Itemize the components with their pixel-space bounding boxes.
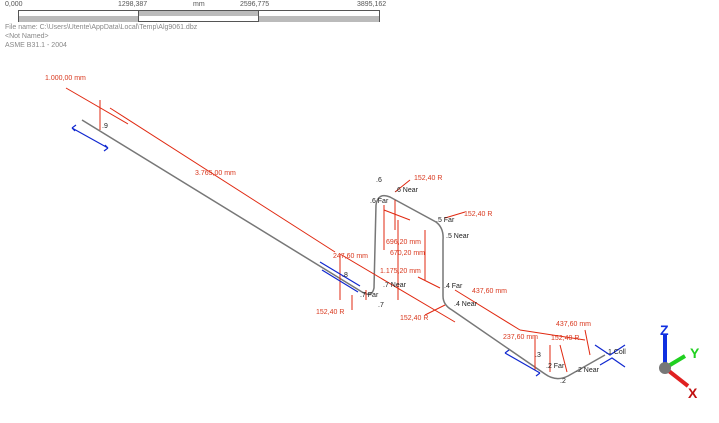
node-labels: .9 .8 .7 Far .7 .7 Near .6 .6 Near .6 Fa… (102, 123, 626, 385)
node-label: .5 Near (446, 233, 470, 240)
dim-label: 152,40 R (316, 309, 344, 316)
node-label: .3 (535, 352, 541, 359)
node-label: .1 Coll (606, 349, 626, 356)
dim-label: 152,40 R (400, 315, 428, 322)
dim-label: 3.765,00 mm (195, 170, 236, 177)
node-label: .2 Near (576, 367, 600, 374)
node-label: .7 Far (360, 292, 379, 299)
dim-label: 437,60 mm (556, 321, 591, 328)
dim-label: 237,60 mm (503, 334, 538, 341)
node-label: .2 (560, 378, 566, 385)
node-label: .6 Near (395, 187, 419, 194)
dim-label: 670,20 mm (390, 250, 425, 257)
axis-x-label: X (688, 385, 698, 401)
dim-label: 152,40 R (551, 335, 579, 342)
scale-tick-3: 3895,162 (357, 1, 387, 8)
node-label: .7 (378, 302, 384, 309)
pipe-path (81, 119, 606, 380)
node-label: .6 (376, 177, 382, 184)
axis-z-label: Z (660, 322, 669, 338)
scale-unit: mm (193, 1, 205, 8)
model-name: <Not Named> (5, 33, 49, 40)
axis-y-label: Y (690, 345, 700, 361)
scale-tick-1: 1298,387 (118, 1, 148, 8)
axis-triad: Z Y X (659, 322, 700, 401)
dimension-lines (65, 87, 591, 373)
dimension-labels: 1.000,00 mm 3.765,00 mm 247,60 mm 152,40… (45, 75, 591, 342)
node-label: .5 Far (436, 217, 455, 224)
dim-label: 696,20 mm (386, 239, 421, 246)
file-name: File name: C:\Users\Utente\AppData\Local… (5, 24, 198, 31)
code-label: ASME B31.1 - 2004 (5, 42, 67, 49)
dim-label: 437,60 mm (472, 288, 507, 295)
dim-label: 1.175,20 mm (380, 268, 421, 275)
scale-tick-2: 2596,775 (240, 1, 270, 8)
dim-label: 1.000,00 mm (45, 75, 86, 82)
restraint-symbols (71, 124, 626, 377)
node-label: .7 Near (383, 282, 407, 289)
node-label: .6 Far (370, 198, 389, 205)
dim-label: 152,40 R (464, 211, 492, 218)
node-label: .4 Far (444, 283, 463, 290)
node-label: .4 Near (454, 301, 478, 308)
node-label: .2 Far (546, 363, 565, 370)
dim-label: 152,40 R (414, 175, 442, 182)
node-label: .8 (342, 272, 348, 279)
dim-label: 247,60 mm (333, 253, 368, 260)
scale-bar (18, 10, 380, 22)
node-label: .9 (102, 123, 108, 130)
scale-tick-0: 0,000 (5, 1, 23, 8)
